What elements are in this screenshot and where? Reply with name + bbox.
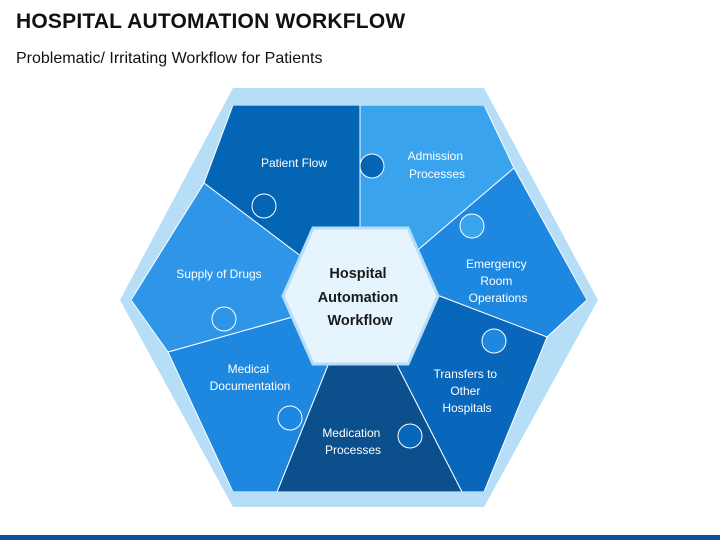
label-supply-of-drugs: Supply of Drugs <box>176 267 261 281</box>
bottom-bar <box>0 535 720 540</box>
label-admission-processes: Admission Processes <box>408 149 467 181</box>
segment-supply-of-drugs <box>131 182 307 353</box>
label-medication-processes: Medication Processes <box>322 426 383 457</box>
puzzle-tab <box>277 405 303 431</box>
center-title-line: Automation <box>318 290 399 306</box>
puzzle-tab <box>251 193 277 219</box>
label-emergency-room-operations: Emergency Room Operations <box>466 257 530 305</box>
center-title: Hospital Automation Workflow <box>318 266 403 329</box>
label-medical-documentation: Medical Documentation <box>210 362 291 393</box>
page-subtitle: Problematic/ Irritating Workflow for Pat… <box>16 50 323 67</box>
center-hexagon <box>281 226 440 366</box>
center-title-line: Workflow <box>328 313 394 329</box>
label-patient-flow: Patient Flow <box>261 156 327 170</box>
page-title: HOSPITAL AUTOMATION WORKFLOW <box>16 10 406 33</box>
puzzle-tab <box>459 213 485 239</box>
puzzle-tab <box>397 423 423 449</box>
puzzle-tab <box>481 328 507 354</box>
puzzle-tab <box>211 306 237 332</box>
puzzle-tab <box>359 153 385 179</box>
label-transfers: Transfers to Other Hospitals <box>434 367 501 415</box>
center-title-line: Hospital <box>329 266 386 282</box>
